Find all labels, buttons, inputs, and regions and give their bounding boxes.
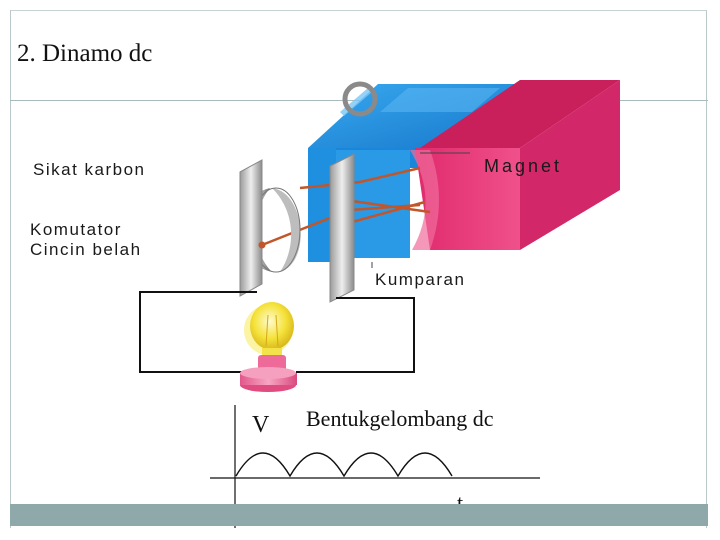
carbon-brush-left xyxy=(239,159,263,297)
graph-x-label: t xyxy=(457,490,464,515)
light-bulb xyxy=(240,302,297,392)
circuit-wire-right xyxy=(296,297,415,373)
brush-contact-point xyxy=(258,241,266,249)
dc-wave-line xyxy=(235,452,453,478)
circuit-wire-left xyxy=(139,291,257,373)
axle-ring xyxy=(342,81,378,117)
carbon-brush-right xyxy=(329,153,355,303)
label-magnet: Magnet xyxy=(484,156,563,176)
magnet-pink-pole xyxy=(410,80,620,250)
slide-frame xyxy=(10,10,707,528)
graph-caption: Bentukgelombang dc xyxy=(306,406,494,431)
slide-title: 2. Dinamo dc xyxy=(17,40,153,67)
label-split-ring: Cincin belah xyxy=(30,240,142,259)
label-carbon-brush: Sikat karbon xyxy=(33,160,146,179)
label-commutator: Komutator xyxy=(30,220,122,239)
footer-bar xyxy=(10,504,708,526)
graph-y-label: V xyxy=(252,412,270,438)
label-coil: Kumparan xyxy=(375,270,466,289)
